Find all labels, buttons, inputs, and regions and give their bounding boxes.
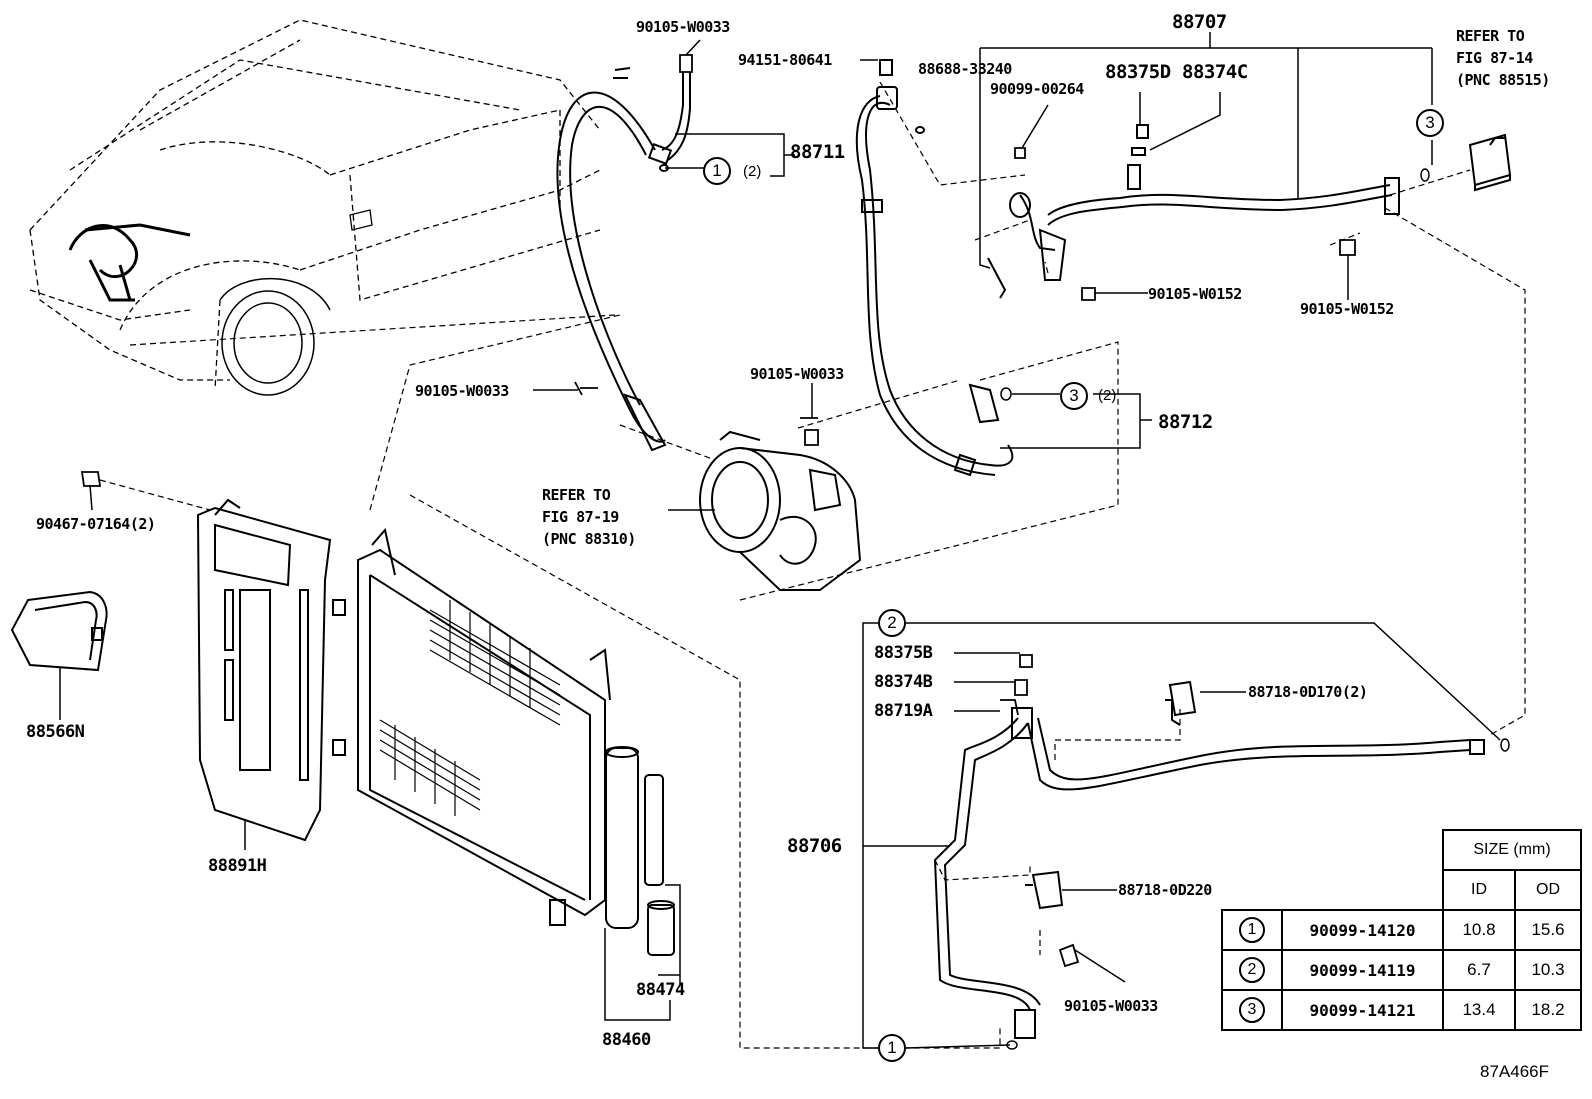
- o-ring-size-table: SIZE (mm) ID OD 1 90099-14120 10.8 15.6 …: [1221, 829, 1582, 1031]
- callout-1-low: 1: [878, 1034, 906, 1062]
- label-88712: 88712: [1158, 411, 1213, 433]
- label-88718-0d220: 88718-0D220: [1118, 881, 1212, 899]
- hose-88712: [855, 59, 1014, 477]
- bolt-icon: [1339, 239, 1356, 256]
- label-88474: 88474: [636, 980, 685, 1000]
- label-88707: 88707: [1172, 11, 1227, 33]
- label-90105-w0033-top: 90105-W0033: [636, 18, 730, 36]
- refer-fig-87-19: REFER TO FIG 87-19 (PNC 88310): [542, 486, 636, 548]
- bolt-icon: [800, 417, 819, 446]
- size-id: 6.7: [1442, 949, 1516, 991]
- condenser-grid: [379, 600, 561, 816]
- bolt-icon: [80, 471, 102, 487]
- callout-1: 1: [703, 157, 731, 185]
- label-88566n: 88566N: [26, 722, 85, 742]
- part-number: 90099-14121: [1281, 989, 1444, 1031]
- seal-88891h: [196, 498, 332, 842]
- refer-fig-87-14: REFER TO FIG 87-14 (PNC 88515): [1456, 27, 1550, 89]
- qty-88712: (2): [1098, 387, 1117, 404]
- label-90105-w0152-b: 90105-W0152: [1300, 300, 1394, 318]
- callout-ref: 3: [1239, 997, 1265, 1023]
- callout-3-mid: 3: [1060, 382, 1088, 410]
- figure-id: 87A466F: [1480, 1062, 1549, 1081]
- receiver-tank: [605, 746, 675, 956]
- pipe-88707: [987, 124, 1400, 299]
- label-88718-0d170: 88718-0D170(2): [1248, 683, 1368, 701]
- size-table-header: SIZE (mm): [1442, 829, 1582, 871]
- size-od: 10.3: [1514, 949, 1582, 991]
- size-col-id: ID: [1442, 869, 1516, 911]
- table-row: 3 90099-14121 13.4 18.2: [1221, 989, 1582, 1031]
- label-88375b: 88375B: [874, 643, 933, 663]
- car-front-wheel: [219, 277, 331, 396]
- label-90467-07164: 90467-07164(2): [36, 515, 156, 533]
- condenser: [332, 527, 611, 926]
- clamp-icons: [1025, 680, 1197, 910]
- label-88706: 88706: [787, 835, 842, 857]
- label-90105-w0033-bottom: 90105-W0033: [1064, 997, 1158, 1015]
- label-88891h: 88891H: [208, 856, 267, 876]
- size-id: 13.4: [1442, 989, 1516, 1031]
- o-ring-icon: [1420, 168, 1430, 182]
- size-id: 10.8: [1442, 909, 1516, 951]
- bolt-icon: [1014, 147, 1026, 159]
- size-od: 18.2: [1514, 989, 1582, 1031]
- pipe-88706: [933, 707, 1485, 1039]
- bolt-icon: [679, 54, 693, 73]
- callout-ref: 1: [1239, 917, 1265, 943]
- table-row: 2 90099-14119 6.7 10.3: [1221, 949, 1582, 991]
- car-mirror: [349, 209, 373, 231]
- expansion-valve: [1468, 133, 1512, 192]
- car-engine-bay-lines: [68, 223, 191, 302]
- label-90105-w0033-left: 90105-W0033: [415, 382, 509, 400]
- bolt-icon: [574, 381, 598, 396]
- bolt-icon: [1081, 287, 1096, 301]
- car-illustration: [29, 19, 601, 391]
- leader-lines: [89, 32, 1501, 1049]
- label-90099-00264: 90099-00264: [990, 80, 1084, 98]
- label-88374c: 88374C: [1182, 61, 1248, 83]
- size-col-od: OD: [1514, 869, 1582, 911]
- label-88719a: 88719A: [874, 701, 933, 721]
- compressor: [699, 430, 862, 591]
- cap-icon: [1019, 654, 1033, 668]
- callout-ref: 2: [1239, 957, 1265, 983]
- label-90105-w0152-a: 90105-W0152: [1148, 285, 1242, 303]
- part-number: 90099-14120: [1281, 909, 1444, 951]
- callout-3-top: 3: [1416, 109, 1444, 137]
- part-number: 90099-14119: [1281, 949, 1444, 991]
- label-88711: 88711: [790, 141, 845, 163]
- label-88375d: 88375D: [1105, 61, 1171, 83]
- o-ring-icon: [1500, 738, 1510, 752]
- size-od: 15.6: [1514, 909, 1582, 951]
- service-valve-icon: [1000, 699, 1019, 716]
- label-88688-33240: 88688-33240: [918, 60, 1012, 78]
- hose-88711: [556, 67, 691, 452]
- label-90105-w0033-compressor: 90105-W0033: [750, 365, 844, 383]
- bolt-icon: [1058, 943, 1080, 968]
- qty-88711: (2): [743, 163, 762, 180]
- label-88374b: 88374B: [874, 672, 933, 692]
- duct-88566n: [10, 590, 108, 672]
- label-94151-80641: 94151-80641: [738, 51, 832, 69]
- valve-core-icon: [1014, 679, 1028, 696]
- table-row: 1 90099-14120 10.8 15.6: [1221, 909, 1582, 951]
- o-ring-icon: [1000, 387, 1012, 401]
- callout-2: 2: [878, 609, 906, 637]
- label-88460: 88460: [602, 1030, 651, 1050]
